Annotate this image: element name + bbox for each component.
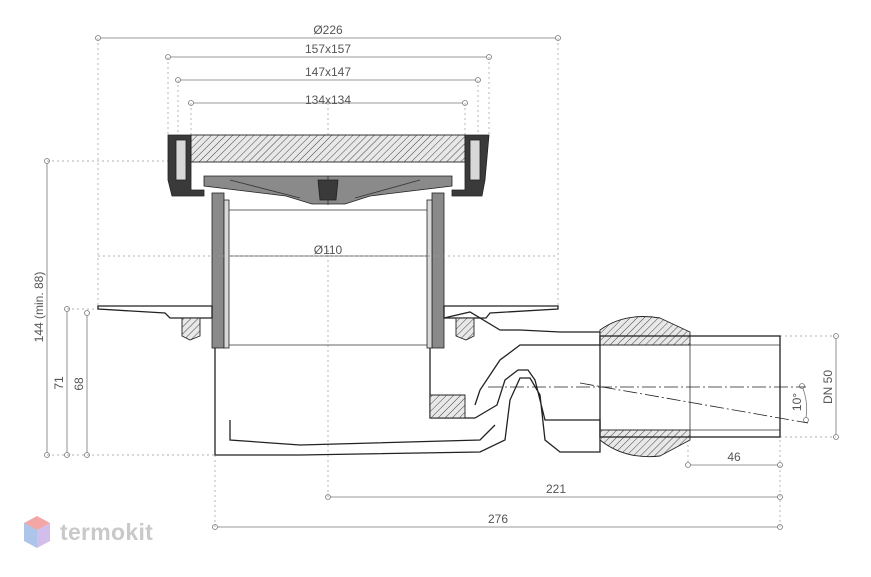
outlet-sleeve-bottom	[599, 429, 691, 458]
dimension-grate: 134x134	[188, 93, 468, 135]
grate	[190, 134, 466, 163]
label-total-height: 144 (min. 88)	[32, 272, 46, 343]
dimension-height-71: 71	[52, 306, 98, 458]
outlet-sleeve-top	[599, 316, 691, 346]
label-height-71: 71	[52, 376, 66, 390]
label-frame-outer: 157x157	[305, 42, 351, 56]
termokit-cube-icon	[24, 516, 50, 548]
dimension-frame-inner: 147x147	[175, 65, 481, 135]
dimension-height-68: 68	[72, 310, 90, 458]
body-wall-right	[431, 192, 445, 349]
label-pipe-diameter: Ø110	[314, 243, 343, 257]
drain-cross-section: Ø110	[97, 134, 809, 458]
dimension-frame-outer: 157x157	[165, 42, 492, 135]
dimension-outlet-size: DN 50	[780, 333, 839, 440]
dimension-length-221: 221	[325, 250, 783, 500]
flange-right	[443, 305, 559, 319]
dimension-length-276: 276	[212, 440, 783, 530]
dimension-length-46: 46	[685, 440, 783, 468]
dimension-total-height: 144 (min. 88)	[32, 158, 172, 458]
dimension-outlet-angle: 10°	[790, 383, 809, 423]
label-length-276: 276	[488, 512, 508, 526]
label-height-68: 68	[72, 377, 86, 391]
label-frame-inner: 147x147	[305, 65, 351, 79]
label-length-221: 221	[546, 482, 566, 496]
label-outer-diameter: Ø226	[313, 23, 343, 37]
label-outlet-size: DN 50	[821, 370, 835, 404]
label-length-46: 46	[727, 450, 741, 464]
body-wall-left	[211, 192, 225, 349]
lower-seal	[429, 394, 466, 419]
dimension-outer-diameter: Ø226	[95, 23, 561, 305]
outlet-angle-axis	[579, 382, 809, 424]
label-outlet-angle: 10°	[790, 393, 804, 411]
lower-body	[214, 348, 601, 456]
brand-name: termokit	[60, 518, 154, 545]
label-grate: 134x134	[305, 93, 351, 107]
brand-logo: termokit	[22, 512, 153, 552]
flange-left	[97, 305, 213, 319]
